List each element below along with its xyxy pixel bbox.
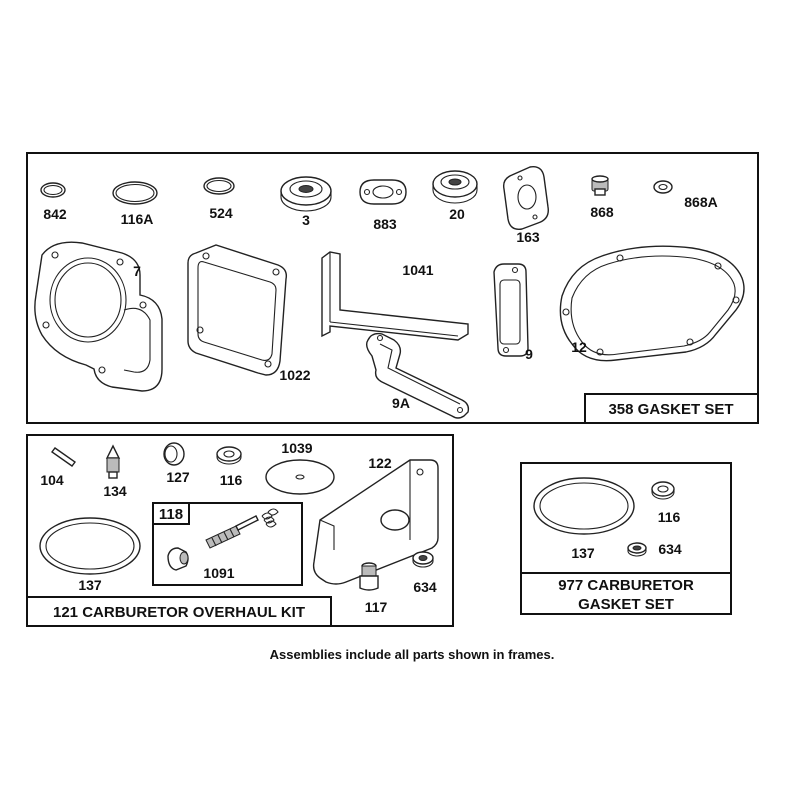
label-122: 122	[368, 455, 392, 471]
sub-kit-118-frame: 118 1091	[152, 502, 303, 586]
label-127: 127	[166, 469, 190, 485]
part-1039-disc	[265, 459, 335, 495]
part-137-ring-carb	[533, 477, 635, 535]
part-9a-gasket	[365, 332, 470, 419]
part-524-ring	[203, 177, 235, 195]
part-116-washer-carb	[651, 481, 675, 500]
label-842: 842	[43, 206, 67, 222]
part-117-fitting	[359, 562, 379, 591]
label-137-carb: 137	[571, 545, 595, 561]
sub-kit-118-border	[152, 502, 303, 586]
part-868-plug	[591, 175, 609, 196]
label-634-carb: 634	[658, 541, 682, 557]
overhaul-kit-frame: 121 CARBURETOR OVERHAUL KIT 104 134 127 …	[26, 434, 454, 627]
label-137: 137	[78, 577, 102, 593]
part-116-washer	[216, 446, 242, 465]
part-1022-gasket	[187, 244, 288, 376]
label-868: 868	[590, 204, 614, 220]
label-104: 104	[40, 472, 64, 488]
part-9-gasket	[493, 263, 529, 357]
part-20-seal	[432, 170, 478, 204]
part-883-gasket	[359, 179, 407, 205]
part-1091-seat	[167, 547, 189, 571]
part-3-seal	[280, 176, 332, 212]
label-868a: 868A	[684, 194, 717, 210]
spring-icon	[261, 508, 279, 528]
sub-kit-118-title-box	[152, 502, 190, 525]
label-3: 3	[302, 212, 310, 228]
label-116-carb: 116	[658, 509, 681, 525]
sub-kit-118-title: 118	[159, 506, 183, 523]
part-104-pin	[51, 447, 76, 467]
label-524: 524	[209, 205, 233, 221]
label-117: 117	[365, 599, 388, 615]
label-634: 634	[413, 579, 437, 595]
label-1041: 1041	[402, 262, 433, 278]
gasket-set-border	[26, 152, 759, 424]
part-127-plug	[163, 442, 185, 466]
part-634-washer-carb	[627, 542, 647, 557]
part-634-washer	[412, 551, 434, 568]
label-9: 9	[525, 346, 533, 362]
part-868a-washer	[653, 180, 673, 194]
label-7: 7	[133, 263, 141, 279]
label-9a: 9A	[392, 395, 410, 411]
gasket-set-title-box	[584, 393, 759, 424]
part-122-bracket	[312, 459, 439, 585]
label-20: 20	[449, 206, 465, 222]
label-883: 883	[373, 216, 397, 232]
part-1041-bracket	[321, 251, 469, 341]
part-137-ring	[39, 517, 141, 575]
part-842-ring	[40, 182, 66, 198]
label-12: 12	[571, 339, 587, 355]
part-163-gasket	[502, 166, 549, 230]
carb-gasket-set-title-line2: GASKET SET	[578, 596, 674, 613]
part-7-head-gasket	[34, 241, 163, 392]
part-134-needle	[105, 444, 121, 479]
part-12-crankcase-gasket	[559, 245, 745, 362]
part-1091-needle-valve	[205, 515, 259, 549]
label-1039: 1039	[281, 440, 312, 456]
carb-gasket-set-title-line1: 977 CARBURETOR	[558, 577, 694, 594]
overhaul-kit-title-box	[26, 596, 332, 627]
label-1022: 1022	[279, 367, 310, 383]
label-116: 116	[220, 472, 243, 488]
carb-gasket-set-frame: 977 CARBURETOR GASKET SET 137 116 634	[520, 462, 732, 615]
carb-gasket-set-title-box	[520, 572, 732, 615]
gasket-set-frame: 358 GASKET SET 842 116A 524 3	[26, 152, 759, 424]
part-116a-ring	[112, 181, 158, 205]
label-116a: 116A	[121, 211, 154, 227]
label-163: 163	[516, 229, 540, 245]
gasket-set-title: 358 GASKET SET	[608, 401, 733, 418]
label-134: 134	[103, 483, 127, 499]
label-1091: 1091	[203, 565, 234, 581]
overhaul-kit-title: 121 CARBURETOR OVERHAUL KIT	[53, 604, 305, 621]
footnote: Assemblies include all parts shown in fr…	[270, 647, 555, 662]
